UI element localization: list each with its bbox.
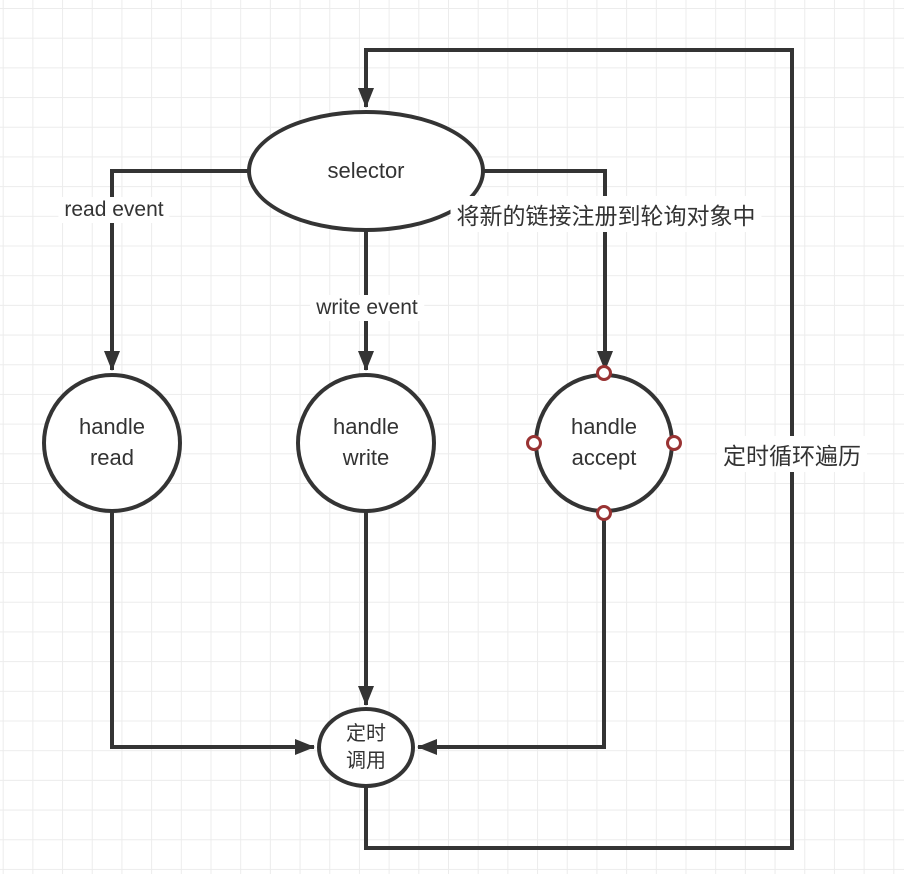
node-selector-label: selector	[327, 157, 405, 183]
connection-point-left[interactable]	[526, 435, 542, 451]
connection-point-top[interactable]	[596, 365, 612, 381]
edge-label-register-new-connection[interactable]: 将新的链接注册到轮询对象中	[450, 196, 762, 232]
node-handle-accept[interactable]: handle accept	[534, 373, 674, 513]
node-handle-read-label: handle read	[78, 414, 146, 470]
edge-label-read-event[interactable]: read event	[58, 197, 170, 223]
edge-selector-to-handle-read[interactable]	[104, 169, 248, 371]
edge-handle-read-to-timed-call[interactable]	[110, 512, 315, 755]
edge-label-write-event[interactable]: write event	[310, 295, 424, 321]
node-selector[interactable]: selector	[247, 110, 485, 232]
edge-selector-to-handle-accept[interactable]	[484, 169, 613, 371]
connection-point-bottom[interactable]	[596, 505, 612, 521]
node-timed-call-label: 定时 调用	[346, 722, 386, 772]
node-handle-accept-label: handle accept	[570, 414, 638, 470]
node-handle-write[interactable]: handle write	[296, 373, 436, 513]
connection-point-right[interactable]	[666, 435, 682, 451]
node-handle-write-label: handle write	[332, 414, 400, 470]
node-handle-read[interactable]: handle read	[42, 373, 182, 513]
edge-label-timed-loop-traverse[interactable]: 定时循环遍历	[717, 436, 867, 472]
edge-handle-accept-to-timed-call[interactable]	[417, 512, 606, 755]
node-timed-call[interactable]: 定时 调用	[317, 707, 415, 788]
